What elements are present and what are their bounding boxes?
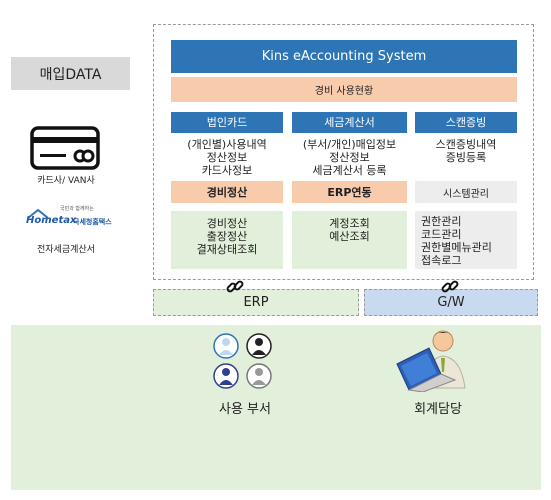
user-area xyxy=(11,325,541,490)
system-admin-header: 시스템관리 xyxy=(415,181,517,203)
system-admin-item: 권한관리 xyxy=(421,215,462,228)
expense-settlement-item: 결재상태조회 xyxy=(196,243,258,256)
erp-label: ERP xyxy=(243,295,269,310)
tax-invoice-header: 세금계산서 xyxy=(292,112,407,133)
hometax-caption: 전자세금계산서 xyxy=(37,244,95,255)
scan-proof-items: 스캔증빙내역 증빙등록 xyxy=(415,138,517,164)
system-admin-item: 권한별메뉴관리 xyxy=(421,241,492,254)
tax-invoice-items: (부서/개인)매입정보 정산정보 세금계산서 등록 xyxy=(286,138,413,177)
system-admin-item: 접속로그 xyxy=(421,254,462,267)
expense-status-text: 경비 사용현황 xyxy=(314,86,374,97)
user-icon-light-blue xyxy=(213,333,239,359)
gw-bar: G/W xyxy=(364,289,538,316)
accounting-label: 회계담당 xyxy=(414,401,462,417)
corp-card-item: 정산정보 xyxy=(206,151,248,164)
gw-link-icon xyxy=(441,278,459,296)
system-frame xyxy=(153,24,534,280)
tax-invoice-item: 세금계산서 등록 xyxy=(312,164,387,177)
expense-settlement-box: 경비정산 출장정산 결재상태조회 xyxy=(171,211,283,269)
expense-settlement-header: 경비정산 xyxy=(171,181,283,203)
system-admin-header-text: 시스템관리 xyxy=(443,188,489,200)
erp-link-icon xyxy=(226,278,244,296)
hometax-logo-kr: 국세청홈택스 xyxy=(73,218,112,226)
erp-link-box: 계정조회 예산조회 xyxy=(292,211,407,269)
expense-status-bar: 경비 사용현황 xyxy=(171,77,517,102)
scan-proof-item: 증빙등록 xyxy=(445,151,487,164)
expense-settlement-item: 경비정산 xyxy=(206,217,248,230)
erp-bar: ERP xyxy=(153,289,359,316)
accountant-laptop-icon xyxy=(393,328,475,393)
expense-settlement-item: 출장정산 xyxy=(206,230,248,243)
purchase-data-label: 매입DATA xyxy=(39,66,102,83)
tax-invoice-item: (부서/개인)매입정보 xyxy=(302,138,397,151)
tax-invoice-item: 정산정보 xyxy=(329,151,370,164)
hometax-logo-small: 국민과 함께하는 xyxy=(60,206,94,212)
user-icon-dark xyxy=(246,333,272,359)
erp-link-header-text: ERP연동 xyxy=(327,185,372,199)
system-admin-box: 권한관리 코드관리 권한별메뉴관리 접속로그 xyxy=(415,211,517,269)
scan-proof-item: 스캔증빙내역 xyxy=(435,138,497,151)
gw-label: G/W xyxy=(437,295,465,310)
tax-invoice-header-text: 세금계산서 xyxy=(324,116,375,129)
system-title-text: Kins eAccounting System xyxy=(261,49,427,64)
system-admin-item: 코드관리 xyxy=(421,228,462,241)
system-title: Kins eAccounting System xyxy=(171,40,517,73)
corp-card-item: (개인별)사용내역 xyxy=(187,138,267,151)
scan-proof-header: 스캔증빙 xyxy=(415,112,517,133)
hometax-logo: 국민과 함께하는 Hometax 국세청홈택스 xyxy=(26,204,120,234)
erp-link-item: 예산조회 xyxy=(329,230,370,243)
scan-proof-header-text: 스캔증빙 xyxy=(445,116,487,129)
corp-card-items: (개인별)사용내역 정산정보 카드사정보 xyxy=(171,138,283,177)
users-label: 사용 부서 xyxy=(219,401,271,417)
hometax-logo-text: Hometax xyxy=(26,215,77,226)
corp-card-item: 카드사정보 xyxy=(201,164,253,177)
erp-link-header: ERP연동 xyxy=(292,181,407,203)
corp-card-header: 법인카드 xyxy=(171,112,283,133)
purchase-data-box: 매입DATA xyxy=(11,57,130,90)
corp-card-header-text: 법인카드 xyxy=(206,116,248,129)
card-caption: 카드사/ VAN사 xyxy=(37,175,95,186)
credit-card-icon xyxy=(30,126,100,170)
erp-link-item: 계정조회 xyxy=(329,217,370,230)
user-icon-gray xyxy=(246,363,272,389)
expense-settlement-header-text: 경비정산 xyxy=(206,185,248,199)
user-icon-blue xyxy=(213,363,239,389)
